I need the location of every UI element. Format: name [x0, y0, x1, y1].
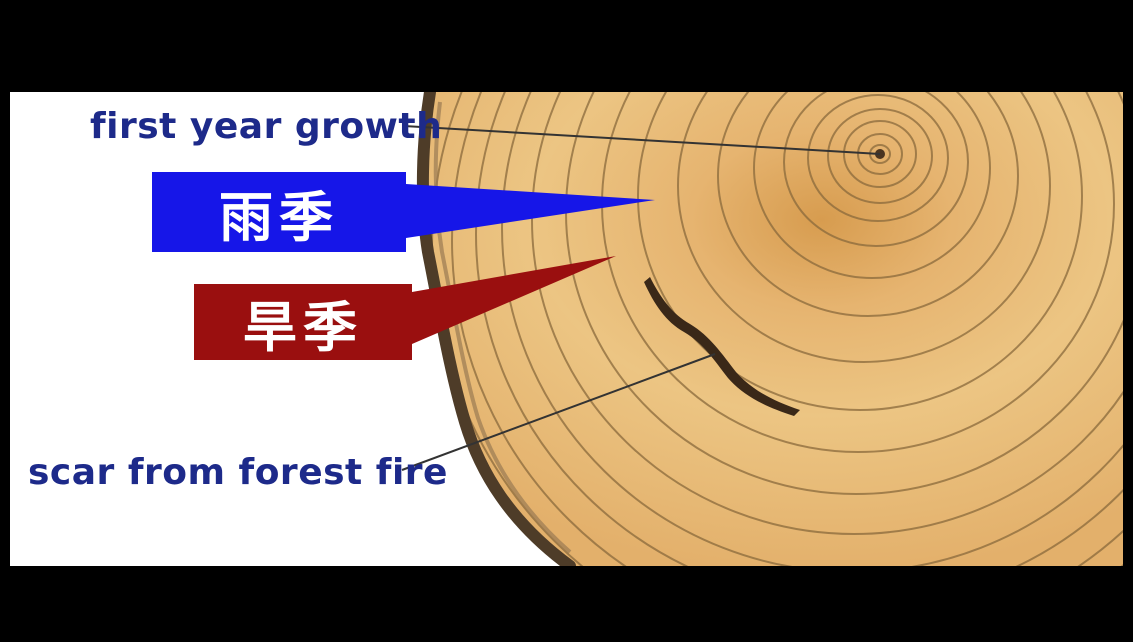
first-year-leader-line	[403, 125, 881, 155]
dry-season-text: 旱季	[243, 295, 363, 359]
dry-season-tag: 旱季	[194, 284, 412, 360]
fire-scar-leader-line	[401, 353, 716, 471]
first-year-growth-label: first year growth	[90, 106, 443, 147]
rainy-season-text: 雨季	[219, 185, 339, 249]
scar-from-forest-fire-label: scar from forest fire	[28, 452, 448, 493]
tree-ring-illustration	[401, 92, 1123, 566]
diagram-area: first year growth scar from forest fire …	[10, 92, 1123, 566]
rainy-season-tag: 雨季	[152, 172, 406, 252]
letterbox-bottom	[0, 566, 1133, 642]
rainy-season-pointer	[406, 184, 655, 238]
bark-edge	[416, 92, 576, 566]
dry-season-pointer	[412, 256, 616, 344]
letterbox-top	[0, 0, 1133, 92]
log-cross-section	[422, 92, 1123, 566]
